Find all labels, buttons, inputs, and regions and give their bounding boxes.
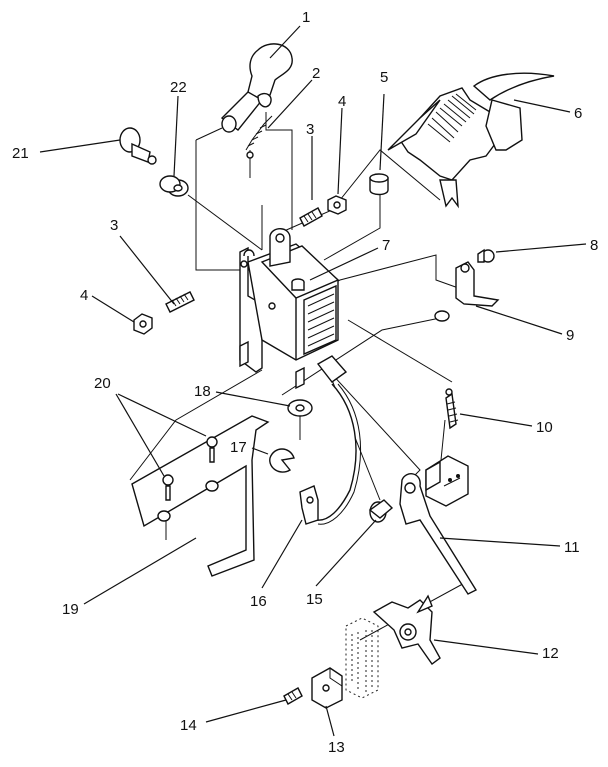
part-19-plate <box>131 415 270 577</box>
callout-3-lower: 3 <box>110 217 118 234</box>
callout-9: 9 <box>566 327 574 344</box>
part-5-plug <box>369 173 389 196</box>
part-14-screw <box>283 687 303 705</box>
part-16-clip <box>299 485 319 525</box>
callout-10: 10 <box>536 419 553 436</box>
part-13-small-bracket <box>311 667 343 709</box>
part-21-cap-screw <box>119 127 157 165</box>
callout-19: 19 <box>62 601 79 618</box>
part-17-e-ring <box>269 448 295 473</box>
callout-21: 21 <box>12 145 29 162</box>
callout-leader-lines <box>39 25 587 737</box>
part-6-handle-cover <box>387 72 555 209</box>
part-12-pivot-lever <box>372 594 441 665</box>
callout-5: 5 <box>380 69 388 86</box>
callout-labels: 1 2 3 4 5 6 8 7 9 10 11 12 13 14 15 16 1… <box>12 9 598 756</box>
part-20-screws <box>162 436 218 540</box>
part-22-spring <box>159 175 189 197</box>
callout-8: 8 <box>590 237 598 254</box>
part-9-bracket <box>434 261 500 322</box>
part-1-lever <box>220 43 293 133</box>
part-8-screw <box>477 248 495 263</box>
callout-14: 14 <box>180 717 197 734</box>
part-18-washer <box>287 399 313 417</box>
callout-3: 3 <box>306 121 314 138</box>
callout-22: 22 <box>170 79 187 96</box>
callout-12: 12 <box>542 645 559 662</box>
callout-6: 6 <box>574 105 582 122</box>
part-2-spring <box>245 115 273 159</box>
part-4-nut-upper <box>327 195 347 215</box>
cover-grille-shading <box>427 93 477 143</box>
linkage-wire <box>315 383 362 525</box>
callout-13: 13 <box>328 739 345 756</box>
callout-7: 7 <box>382 237 390 254</box>
callout-4-lower: 4 <box>80 287 88 304</box>
solenoid-coil-windings <box>307 293 335 347</box>
callout-2: 2 <box>312 65 320 82</box>
part-15-knob <box>368 499 394 523</box>
part-10-spring <box>445 388 459 430</box>
part-3-pin-upper <box>299 207 323 227</box>
callout-16: 16 <box>250 593 267 610</box>
callout-4: 4 <box>338 93 346 110</box>
callout-20: 20 <box>94 375 111 392</box>
part-7-solenoid-assembly <box>239 228 348 390</box>
callout-17: 17 <box>230 439 247 456</box>
callout-11: 11 <box>564 539 580 556</box>
part-3-pin-lower <box>165 291 195 313</box>
arm-link-latch-detail <box>443 474 461 487</box>
mounting-plate-outline <box>345 617 379 699</box>
part-4-nut-lower <box>133 313 153 335</box>
callout-1: 1 <box>302 9 310 26</box>
callout-18: 18 <box>194 383 211 400</box>
callout-15: 15 <box>306 591 323 608</box>
part-11-arm-link <box>399 455 477 595</box>
